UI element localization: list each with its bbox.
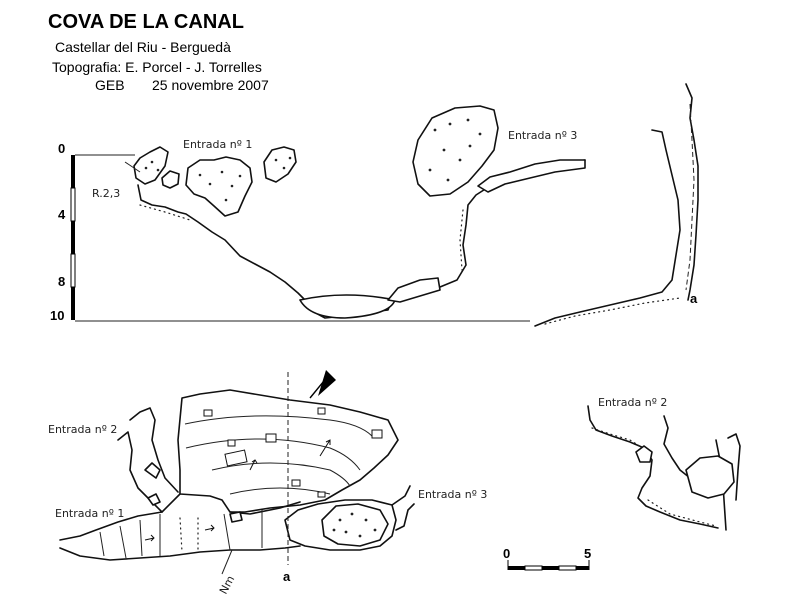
- depth-tick-4: 4: [58, 207, 66, 222]
- section-view: Entrada nº 2: [587, 396, 741, 531]
- profile-point-a: a: [690, 291, 698, 306]
- survey-date: 25 novembre 2007: [152, 77, 269, 93]
- section-left-wall-stipple: [591, 427, 717, 527]
- plan-passage-rock-c: [229, 511, 243, 523]
- profile-gully-left-wall: [534, 129, 681, 327]
- profile-entrance-1-label: Entrada nº 1: [183, 138, 252, 151]
- survey-topography-credit: Topografia: E. Porcel - J. Torrelles: [52, 59, 262, 75]
- section-boulder: [685, 455, 735, 499]
- depth-tick-0: 0: [58, 141, 65, 156]
- plan-passage-dotted-line: [179, 517, 199, 553]
- depth-scale-bar: [70, 154, 530, 322]
- plan-entrance-1-label: Entrada nº 1: [55, 507, 124, 520]
- plan-passage-rock-b: [147, 493, 161, 506]
- profile-entrance-1-block-b: [161, 170, 180, 189]
- section-entrance-2-label: Entrada nº 2: [598, 396, 667, 409]
- plan-main-passage-bottom: [59, 545, 301, 561]
- section-rock-right: [727, 433, 741, 501]
- section-boulder-small: [635, 445, 653, 463]
- scale-bar-max-label: 5: [584, 546, 591, 561]
- plan-entrance-2-label: Entrada nº 2: [48, 423, 117, 436]
- profile-view: 0 4 8 10 a: [50, 83, 699, 327]
- profile-gully-right-wall: [685, 83, 699, 301]
- profile-lower-ledge: [387, 277, 441, 303]
- plan-chamber-contour-1: [184, 415, 373, 437]
- plan-north-label: Nm: [217, 574, 237, 597]
- plan-entrance-3-label: Entrada nº 3: [418, 488, 487, 501]
- depth-tick-10: 10: [50, 308, 64, 323]
- plan-entrance-3-mouth: [391, 485, 415, 531]
- section-right-wall: [663, 415, 691, 479]
- plan-passage-arrows: [144, 524, 215, 542]
- profile-entrance-3-label: Entrada nº 3: [508, 129, 577, 142]
- plan-passage-cross-lines: [99, 510, 263, 559]
- scale-bar-min-label: 0: [503, 546, 510, 561]
- plan-chamber-contour-3: [211, 462, 351, 487]
- profile-gully-right-wall-inner: [685, 103, 695, 291]
- plan-view: a Nm Entrada nº 1 Entrada nº 2 Entrada n…: [48, 370, 487, 596]
- profile-gully-floor-stipple: [544, 297, 681, 325]
- plan-entrance-2-corridor: [129, 407, 179, 493]
- section-left-wall: [587, 405, 719, 529]
- profile-entrance-1-block-a: [133, 146, 169, 185]
- profile-entrance-3-texture: [428, 118, 482, 182]
- profile-chamber-floor: [299, 294, 396, 319]
- profile-entrance-1-texture: [144, 156, 292, 202]
- profile-entrance-1-block-d: [263, 146, 297, 183]
- plan-chamber-contour-2: [185, 438, 361, 471]
- profile-entrance-3-ledge: [477, 159, 586, 193]
- plan-chamber-flow-arrows: [249, 439, 331, 471]
- survey-location: Castellar del Riu - Berguedà: [55, 39, 231, 55]
- profile-rope-note: R.2,3: [92, 187, 120, 200]
- plan-passage-rock-a: [144, 462, 161, 479]
- scale-bar: [507, 560, 590, 571]
- plan-upper-chamber: [177, 389, 399, 513]
- survey-club: GEB: [95, 77, 125, 93]
- profile-entrance-1-block-c: [185, 156, 253, 217]
- plan-chamber-blocks: [203, 407, 383, 498]
- plan-entrance-3-boulder: [321, 503, 389, 547]
- survey-title: COVA DE LA CANAL: [48, 11, 244, 33]
- plan-entrance-3-texture: [332, 512, 377, 538]
- plan-point-a: a: [283, 569, 291, 584]
- depth-tick-8: 8: [58, 274, 65, 289]
- profile-entrance-3-block: [412, 105, 499, 197]
- north-arrow-icon: [318, 370, 336, 396]
